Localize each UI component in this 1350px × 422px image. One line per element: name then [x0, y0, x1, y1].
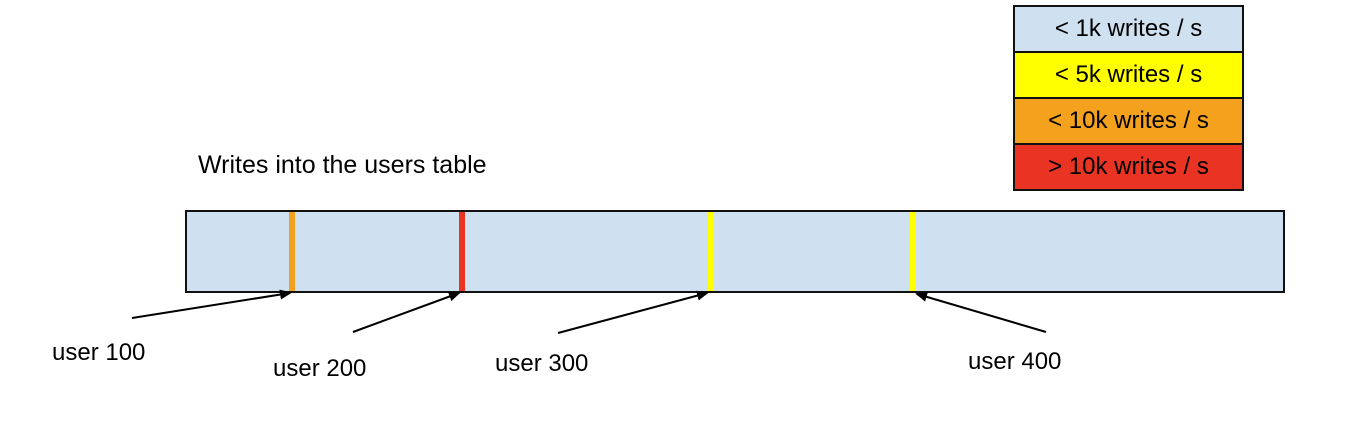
arrow-user-300	[557, 290, 709, 334]
legend-item-lt-1k: < 1k writes / s	[1013, 5, 1244, 53]
label-user-200: user 200	[273, 355, 367, 382]
arrow-user-200	[352, 291, 461, 333]
label-user-300: user 300	[495, 350, 589, 377]
write-hotspot-user-400	[910, 212, 916, 291]
legend-item-label: < 10k writes / s	[1048, 107, 1209, 134]
write-hotspot-user-300	[708, 212, 714, 291]
legend: < 1k writes / s < 5k writes / s < 10k wr…	[1013, 5, 1244, 191]
legend-item-label: < 1k writes / s	[1054, 15, 1203, 42]
legend-item-lt-5k: < 5k writes / s	[1013, 51, 1244, 99]
write-hotspot-user-200	[459, 212, 465, 291]
arrow-user-400	[915, 292, 1047, 333]
label-user-400: user 400	[968, 348, 1062, 375]
diagram-title: Writes into the users table	[198, 151, 487, 179]
legend-item-label: > 10k writes / s	[1048, 153, 1209, 180]
write-hotspot-user-100	[289, 212, 295, 291]
users-table-bar	[185, 210, 1285, 293]
legend-item-gt-10k: > 10k writes / s	[1013, 143, 1244, 191]
arrow-user-100	[131, 289, 292, 319]
legend-item-lt-10k: < 10k writes / s	[1013, 97, 1244, 145]
legend-item-label: < 5k writes / s	[1054, 61, 1203, 88]
label-user-100: user 100	[52, 339, 146, 366]
